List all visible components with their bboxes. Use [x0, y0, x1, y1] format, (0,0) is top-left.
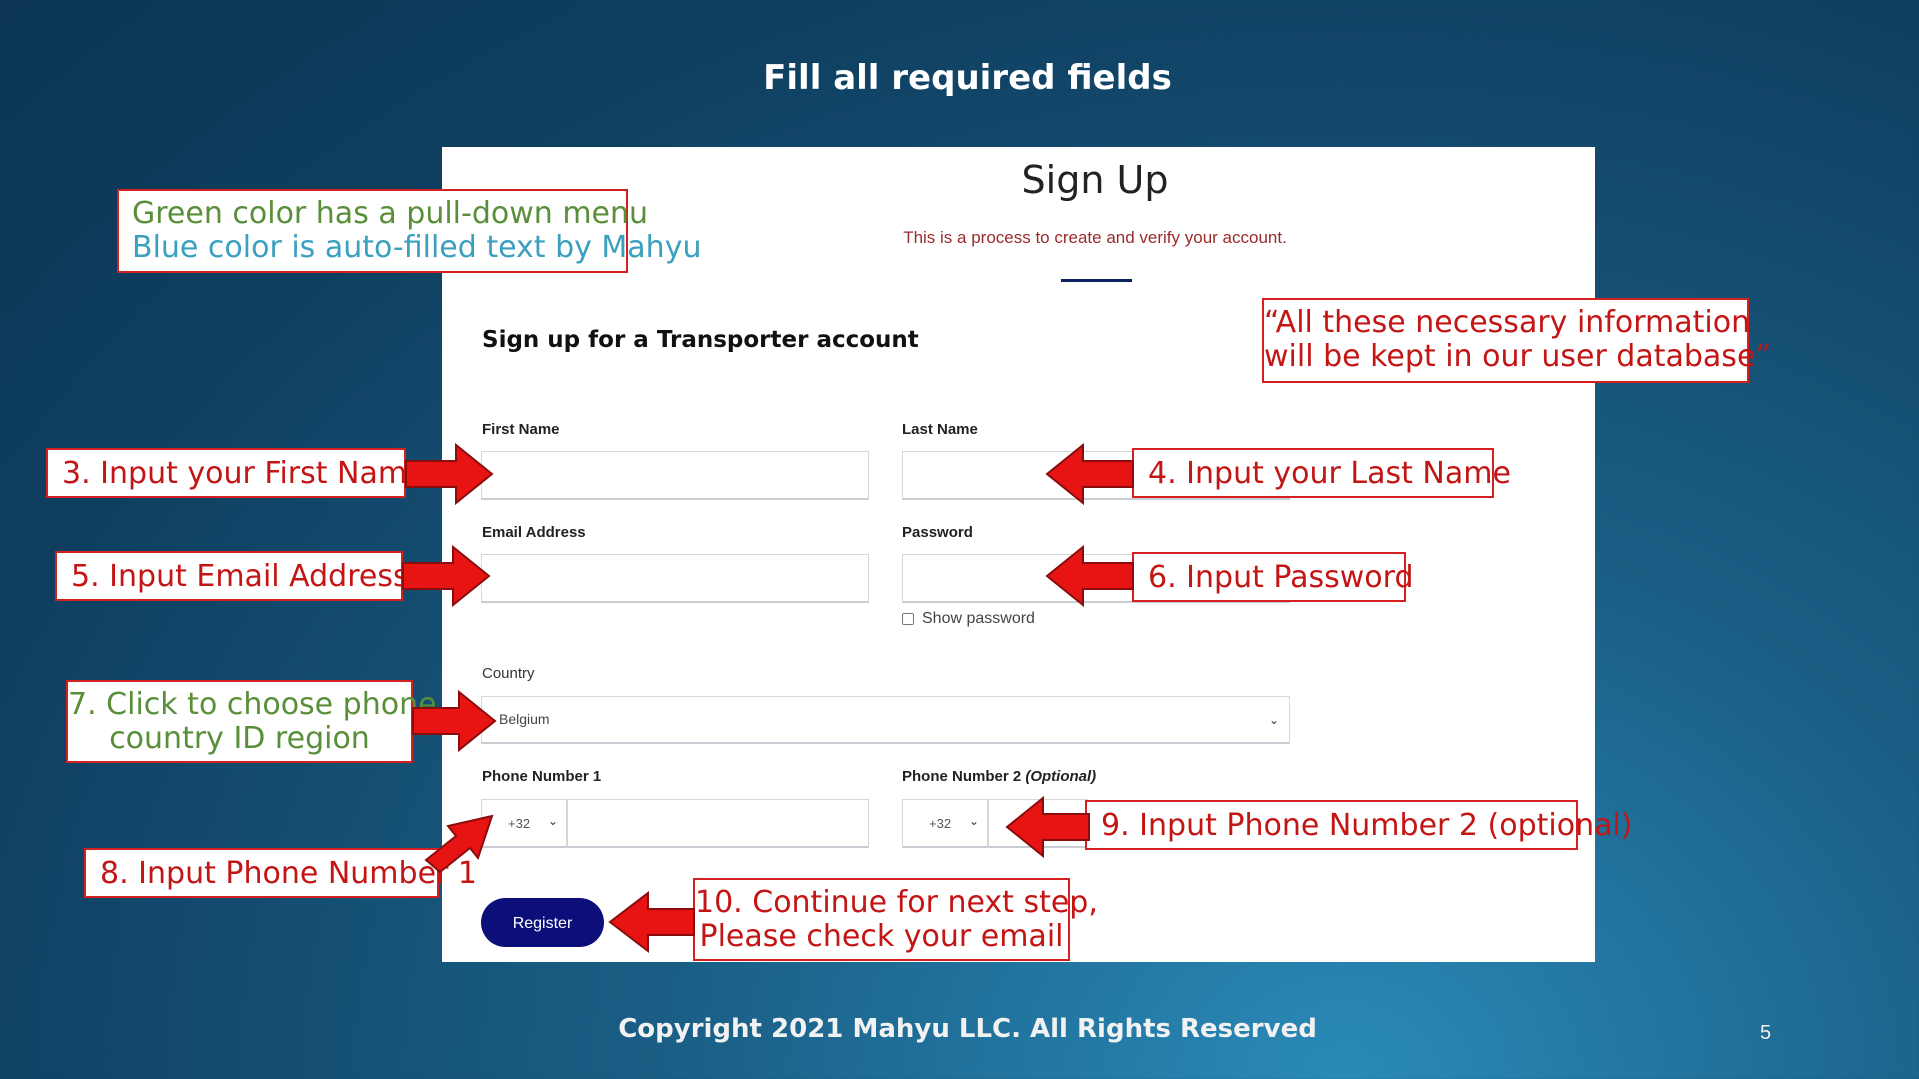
- step9-callout: 9. Input Phone Number 2 (optional): [1085, 800, 1633, 850]
- slide-title: Fill all required fields: [763, 58, 1172, 98]
- arrow-right-icon: [405, 442, 494, 506]
- form-heading: Sign Up: [1021, 158, 1169, 202]
- step10-line1: 10. Continue for next step,: [695, 885, 1098, 920]
- arrow-left-icon: [1045, 544, 1134, 608]
- section-title: Sign up for a Transporter account: [482, 327, 919, 353]
- chevron-down-icon: ⌄: [1268, 713, 1279, 727]
- step6-callout: 6. Input Password: [1132, 552, 1414, 602]
- step8-callout: 8. Input Phone Number 1: [84, 848, 477, 898]
- chevron-down-icon: ⌄: [547, 814, 558, 828]
- step3-callout: 3. Input your First Name: [46, 448, 426, 498]
- chevron-down-icon: ⌄: [968, 814, 979, 828]
- country-label: Country: [482, 665, 535, 682]
- database-note-line1: “All these necessary information: [1264, 305, 1751, 340]
- phone2-country-code-select[interactable]: +32 ⌄: [902, 799, 988, 848]
- first-name-label: First Name: [482, 421, 560, 438]
- phone2-code-value: +32: [929, 816, 952, 831]
- step10-callout: 10. Continue for next step, Please check…: [693, 878, 1098, 961]
- phone1-code-value: +32: [508, 816, 531, 831]
- arrow-right-icon: [412, 689, 497, 753]
- first-name-input[interactable]: [481, 451, 869, 500]
- arrow-up-right-icon: [424, 814, 494, 874]
- form-subtitle: This is a process to create and verify y…: [903, 228, 1287, 247]
- country-select[interactable]: ⌄: [481, 696, 1290, 744]
- page-number: 5: [1760, 1022, 1772, 1044]
- last-name-label: Last Name: [902, 421, 978, 438]
- step7-callout: 7. Click to choose phone country ID regi…: [66, 680, 437, 763]
- step7-line2: country ID region: [109, 721, 370, 756]
- arrow-left-icon: [1045, 442, 1134, 506]
- phone2-optional-text: (Optional): [1025, 768, 1097, 785]
- step4-callout: 4. Input your Last Name: [1132, 448, 1511, 498]
- email-input[interactable]: [481, 554, 869, 603]
- phone1-label: Phone Number 1: [482, 768, 602, 785]
- password-label: Password: [902, 524, 973, 541]
- show-password-label: Show password: [922, 610, 1035, 627]
- database-note-line2: will be kept in our user database”: [1264, 339, 1771, 374]
- phone2-label-text: Phone Number 2: [902, 768, 1022, 785]
- step7-line1: 7. Click to choose phone: [68, 687, 437, 722]
- legend-green-text: Green color has a pull-down menu: [132, 196, 649, 231]
- footer-copyright: Copyright 2021 Mahyu LLC. All Rights Res…: [618, 1014, 1317, 1044]
- legend-callout: Green color has a pull-down menu Blue co…: [117, 189, 702, 273]
- heading-divider: [1061, 279, 1132, 282]
- email-label: Email Address: [482, 524, 586, 541]
- arrow-left-icon: [608, 890, 695, 954]
- step5-callout: 5. Input Email Address: [55, 551, 409, 601]
- arrow-left-icon: [1005, 795, 1090, 859]
- legend-blue-text: Blue color is auto-filled text by Mahyu: [132, 230, 702, 265]
- register-button[interactable]: Register: [481, 898, 604, 947]
- phone2-label: Phone Number 2 (Optional): [902, 768, 1096, 785]
- country-selected-value: Belgium: [499, 711, 550, 727]
- arrow-right-icon: [402, 544, 491, 608]
- phone1-input[interactable]: [567, 799, 869, 848]
- show-password-checkbox[interactable]: [902, 613, 914, 625]
- step10-line2: Please check your email: [699, 919, 1064, 954]
- database-note-callout: “All these necessary information will be…: [1262, 298, 1771, 383]
